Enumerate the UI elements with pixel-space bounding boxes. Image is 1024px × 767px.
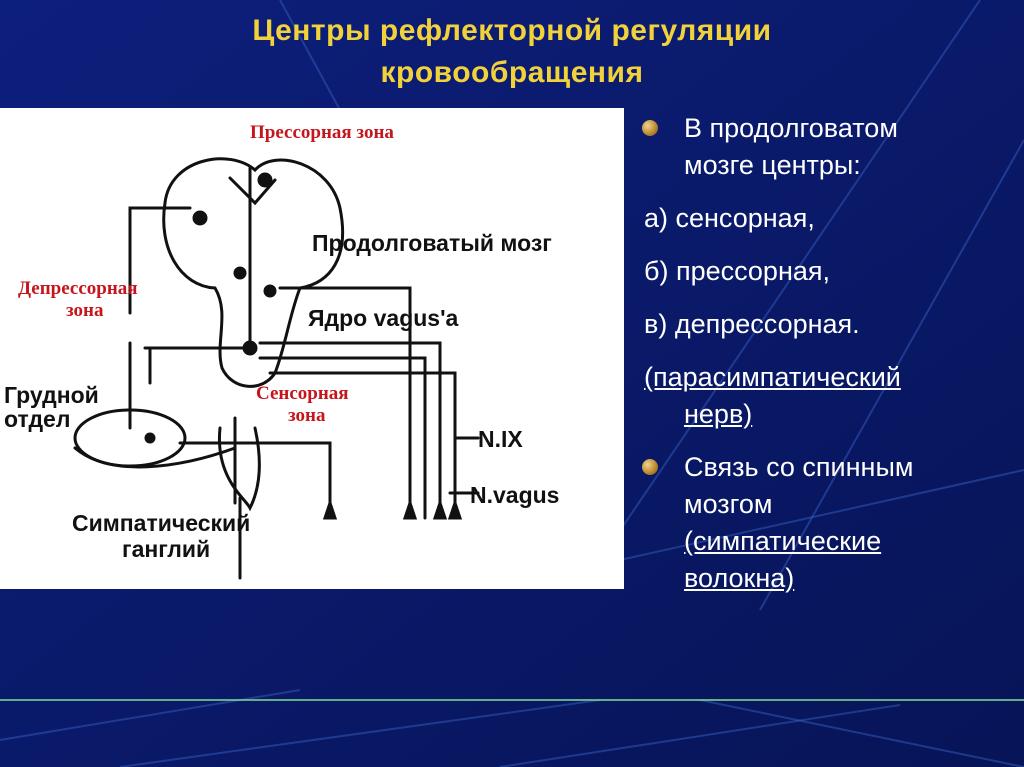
bullet-icon [642, 120, 658, 136]
bullet-medulla-centers: В продолговатом мозге центры: [640, 110, 1020, 184]
label-thoracic-2: отдел [4, 406, 71, 432]
bullet1-line1: В продолговатом [684, 113, 898, 143]
item-a: а) сенсорная, [644, 203, 815, 233]
vagus-fiber [278, 286, 412, 520]
item-b: б) прессорная, [644, 256, 830, 286]
title-line-1: Центры рефлекторной регуляции [252, 14, 772, 47]
label-sensory-zone-1: Сенсорная [256, 383, 349, 404]
label-medulla: Продолговатый мозг [312, 230, 552, 256]
paren-line2: нерв) [684, 399, 753, 429]
label-depressor-zone-2: зона [66, 300, 104, 321]
label-n-vagus: N.vagus [470, 482, 560, 508]
bullet-icon [642, 459, 658, 475]
slide-title: Центры рефлекторной регуляции кровообращ… [0, 10, 1024, 94]
ganglion [217, 426, 261, 512]
label-ganglion-2: ганглий [122, 536, 211, 562]
bullet2-line2: мозгом [684, 489, 773, 519]
reflex-regulation-diagram: Прессорная зона Продолговатый мозг Депре… [0, 108, 624, 589]
label-sensory-zone-2: зона [288, 405, 326, 426]
medulla-outline [162, 157, 345, 388]
bullet2-line3: (симпатические [684, 526, 882, 556]
parasympathetic-note: (парасимпатический нерв) [640, 359, 1020, 433]
title-line-2: кровообращения [380, 56, 644, 89]
label-n-ix: N.IX [478, 426, 523, 452]
bullet-spinal-link: Связь со спинным мозгом (симпатические в… [640, 449, 1020, 597]
label-vagus-nucleus: Ядро vagus'a [308, 305, 459, 331]
depressor-connector [128, 206, 192, 315]
label-thoracic-1: Грудной [4, 382, 99, 408]
label-pressor-zone: Прессорная зона [250, 122, 394, 143]
diagram-drawing [73, 157, 480, 580]
item-c: в) депрессорная. [644, 309, 860, 339]
bullet2-line1: Связь со спинным [684, 452, 914, 482]
slide-body-text: В продолговатом мозге центры: а) сенсорн… [640, 110, 1020, 613]
label-depressor-zone-1: Депрессорная [18, 278, 138, 299]
paren-line1: (парасимпатический [644, 362, 901, 392]
bullet2-line4: волокна) [684, 563, 795, 593]
bullet1-line2: мозге центры: [684, 150, 861, 180]
label-ganglion-1: Симпатический [72, 510, 251, 536]
